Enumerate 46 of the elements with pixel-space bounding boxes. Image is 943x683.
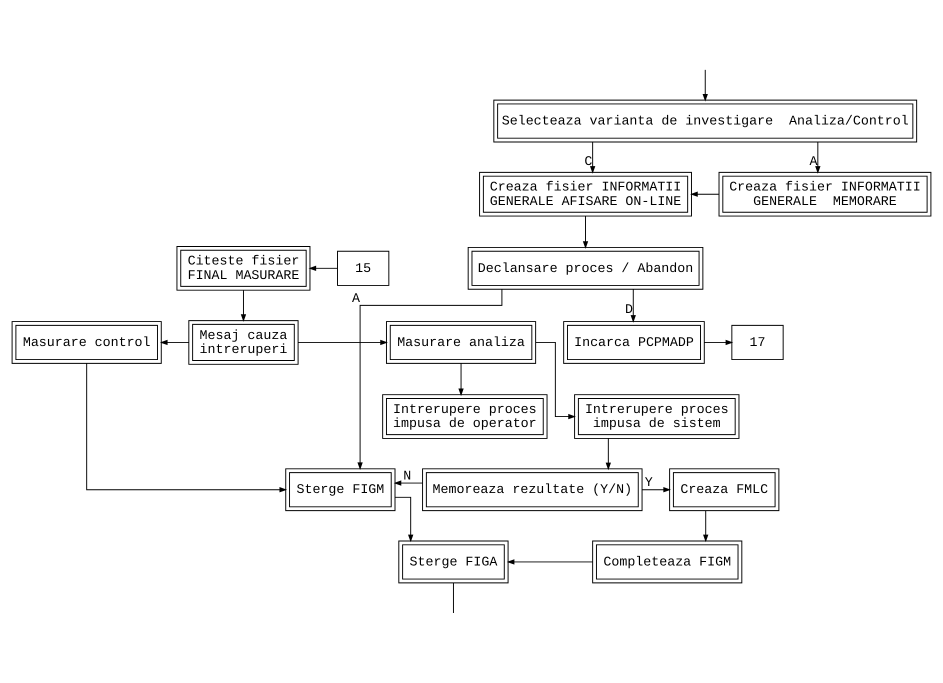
arrow: [458, 363, 464, 396]
edge-label: N: [403, 468, 412, 484]
node-box: 17: [731, 324, 784, 360]
arrow: [606, 438, 611, 470]
node-box: 15: [337, 250, 390, 286]
node-box: Masurare analiza: [386, 321, 536, 364]
arrow: [704, 340, 734, 346]
edge-label: A: [352, 290, 360, 306]
node-box: Selecteaza varianta de investigare Analiza/Control: [493, 100, 918, 142]
node-box: Creaza FMLC: [669, 468, 780, 512]
arrow: [703, 510, 708, 542]
node-box: Creaza fisier INFORMATII GENERALE MEMORARE: [718, 172, 932, 217]
node-box: Citeste fisier FINAL MASURARE: [176, 246, 310, 291]
arrow: [535, 342, 576, 420]
arrow: [394, 496, 414, 542]
node-box: Sterge FIGA: [398, 540, 509, 584]
node-box: Creaza fisier INFORMATII GENERALE AFISARE ON-LINE: [479, 172, 692, 217]
edge-label: C: [584, 154, 592, 170]
node-box: Mesaj cauza intreruperi: [188, 320, 299, 365]
node-box: Intrerupere proces impusa de operator: [382, 394, 548, 439]
arrow: [702, 69, 708, 102]
connector: [452, 582, 454, 614]
edge-label: D: [625, 302, 633, 318]
arrow: [690, 192, 720, 197]
arrow: [86, 363, 288, 492]
node-box: Declansare proces / Abandon: [468, 246, 704, 290]
node-box: Masurare control: [12, 321, 162, 364]
arrow: [394, 480, 423, 486]
arrow: [815, 142, 820, 174]
arrow: [642, 487, 671, 492]
node-box: Memoreaza rezultate (Y/N): [422, 468, 643, 512]
arrow: [590, 142, 596, 174]
arrow: [582, 216, 588, 249]
edge-label: Y: [644, 475, 653, 490]
node-box: Completeaza FIGM: [592, 540, 742, 584]
arrow: [160, 340, 190, 346]
arrow: [240, 290, 246, 322]
arrow: [308, 266, 338, 271]
arrow: [298, 340, 388, 346]
node-box: Incarca PCPMADP: [563, 321, 705, 364]
node-box: Sterge FIGM: [285, 468, 396, 512]
edge-label: A: [810, 154, 818, 170]
arrow: [630, 288, 636, 323]
arrow: [357, 288, 502, 470]
arrow: [506, 559, 593, 565]
node-box: Intrerupere proces impusa de sistem: [574, 394, 740, 439]
